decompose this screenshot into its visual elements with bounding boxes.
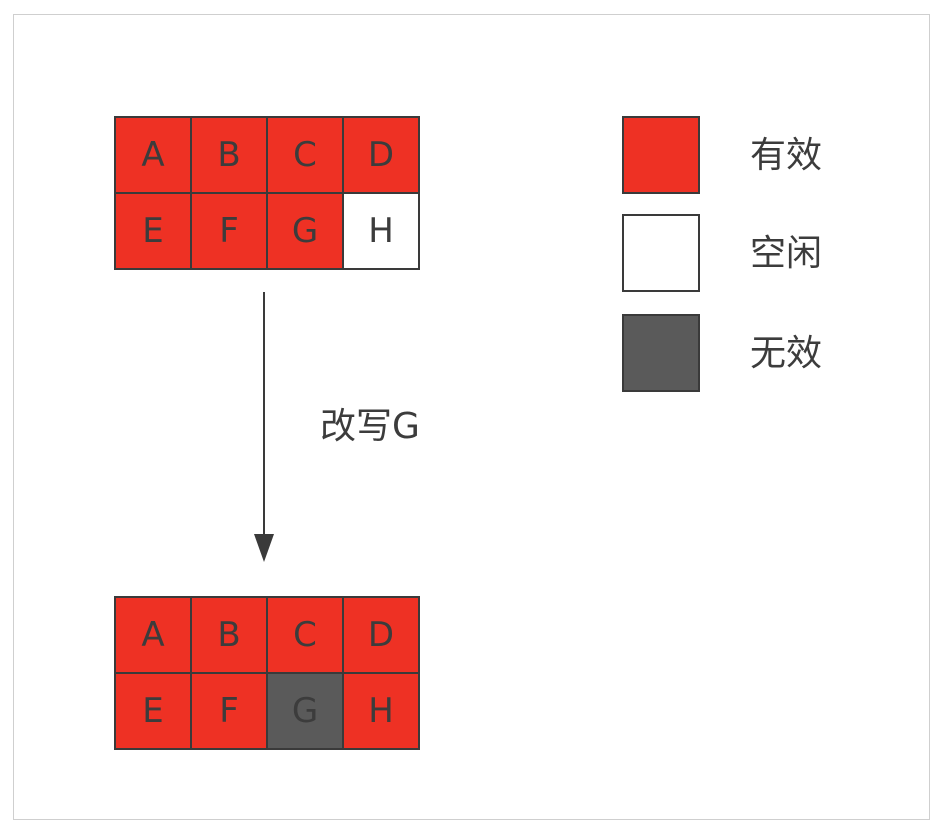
legend-swatch-valid	[622, 116, 700, 194]
block-cell: F	[192, 194, 268, 270]
block-cell: A	[116, 598, 192, 674]
legend-label-invalid: 无效	[750, 333, 823, 374]
block-grid-after: A B C D E F G H	[114, 596, 420, 750]
legend-label-valid: 有效	[750, 135, 823, 176]
block-cell: H	[344, 194, 420, 270]
legend-swatch-free	[622, 214, 700, 292]
block-cell: F	[192, 674, 268, 750]
operation-label: 改写G	[320, 406, 420, 447]
block-cell: B	[192, 598, 268, 674]
block-cell: G	[268, 194, 344, 270]
block-cell: A	[116, 118, 192, 194]
block-cell: H	[344, 674, 420, 750]
block-cell: D	[344, 598, 420, 674]
block-cell: G	[268, 674, 344, 750]
block-cell: E	[116, 674, 192, 750]
block-cell: D	[344, 118, 420, 194]
block-cell: C	[268, 598, 344, 674]
legend-swatch-invalid	[622, 314, 700, 392]
block-cell: B	[192, 118, 268, 194]
block-cell: C	[268, 118, 344, 194]
legend-label-free: 空闲	[750, 233, 823, 274]
block-grid-before: A B C D E F G H	[114, 116, 420, 270]
block-cell: E	[116, 194, 192, 270]
